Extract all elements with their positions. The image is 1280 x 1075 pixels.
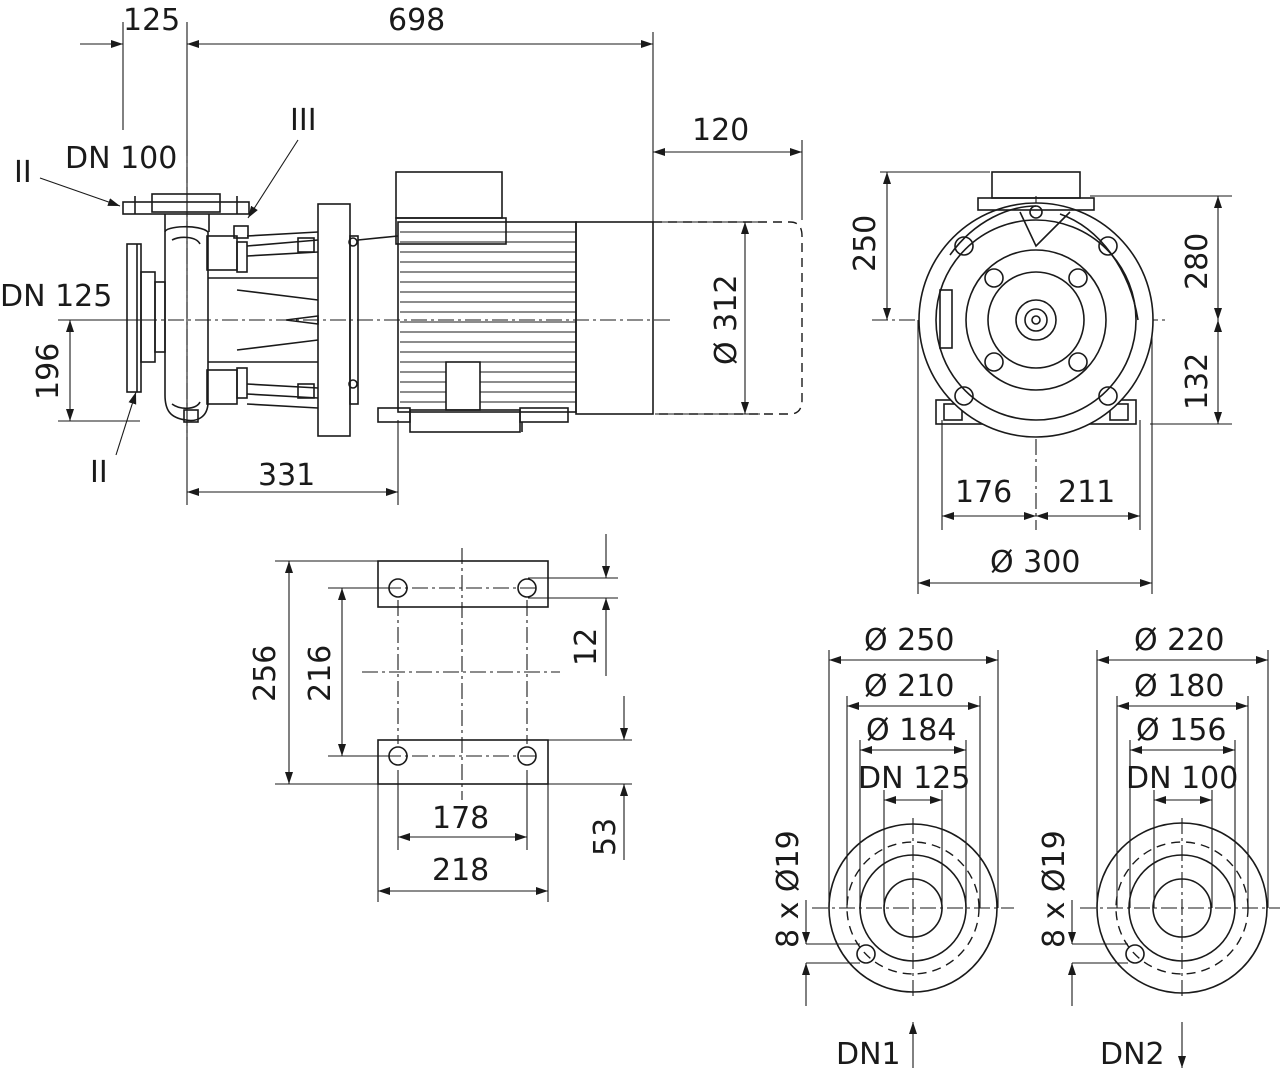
dim-125: 125 [123,3,180,38]
end-view-body [918,171,1154,438]
dn2-holes: 8 x Ø19 [1037,830,1072,948]
dim-698: 698 [388,3,445,38]
discharge-flange [122,193,250,232]
leader-II-top [39,177,121,207]
dim-256: 256 [248,645,283,702]
pump-casing [164,225,319,423]
ref-III: III [290,103,317,138]
motor-cooling-fins [400,231,576,403]
dn1-d-bolt: Ø 210 [864,669,954,704]
flange-dn1: Ø 250 Ø 210 Ø 184 DN 125 8 x Ø19 DN1 [771,623,1014,1072]
dn1-name: DN1 [836,1037,901,1072]
dn1-d-outer: Ø 250 [864,623,954,658]
dn1-dn: DN 125 [858,761,970,796]
label-dn125: DN 125 [0,279,112,314]
leader-II-bottom [115,391,137,456]
dim-132: 132 [1180,353,1215,410]
dim-178: 178 [432,801,489,836]
dn2-name: DN2 [1100,1037,1165,1072]
dim-280: 280 [1180,233,1215,290]
dim-120: 120 [692,113,749,148]
motor [377,171,803,433]
dim-53: 53 [588,818,623,856]
dim-218: 218 [432,853,489,888]
suction-flange [126,243,166,393]
foot-view: 256 216 12 53 178 218 [248,534,632,902]
side-view: 125 698 120 331 196 Ø 312 DN 100 DN 125 … [0,3,803,505]
dn1-holes: 8 x Ø19 [771,830,806,948]
foot-plate [362,548,560,800]
leader-III [247,139,299,219]
dim-250: 250 [848,215,883,272]
dim-d300: Ø 300 [990,545,1080,580]
dn2-d-outer: Ø 220 [1134,623,1224,658]
dim-196: 196 [31,343,66,400]
dim-211: 211 [1058,475,1115,510]
flange-dn2: Ø 220 Ø 180 Ø 156 DN 100 8 x Ø19 DN2 [1037,623,1280,1072]
motor-flange [317,203,399,437]
dim-12: 12 [569,628,604,666]
dn2-d-face: Ø 156 [1136,713,1226,748]
ref-II-bottom: II [90,455,108,490]
end-view: 250 280 132 176 211 Ø 300 [848,171,1232,594]
lantern-bracket [246,231,319,409]
label-dn100: DN 100 [65,141,177,176]
dn1-d-face: Ø 184 [866,713,956,748]
ref-II-top: II [14,155,32,190]
dim-d312: Ø 312 [709,275,744,365]
dim-176: 176 [955,475,1012,510]
dim-331: 331 [258,458,315,493]
dn2-d-bolt: Ø 180 [1134,669,1224,704]
dn2-dn: DN 100 [1126,761,1238,796]
dim-216: 216 [303,645,338,702]
